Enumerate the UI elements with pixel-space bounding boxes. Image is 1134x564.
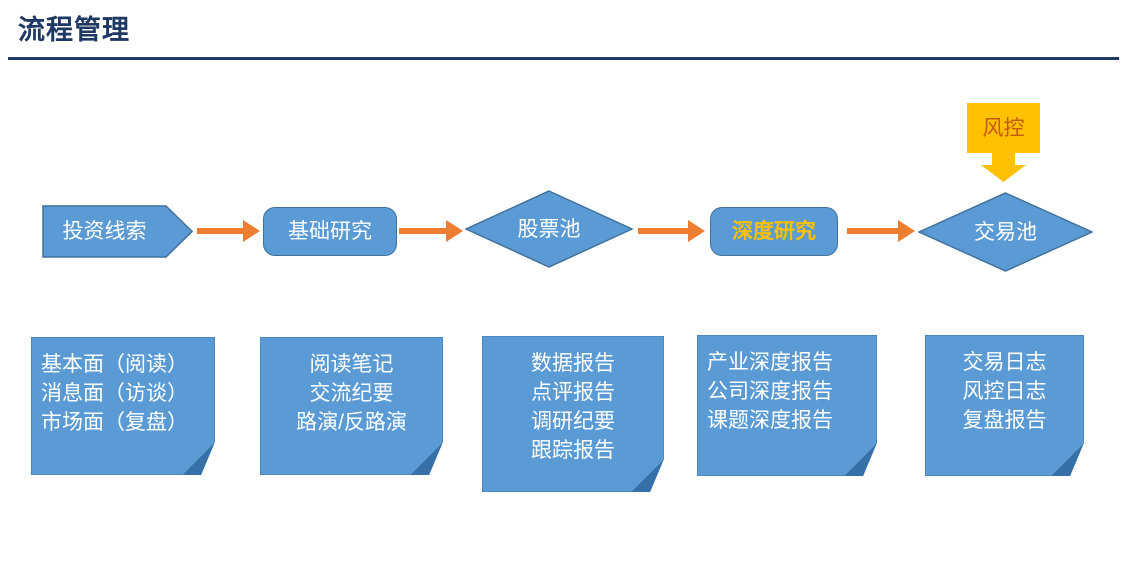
note-line: 基本面（阅读） bbox=[41, 353, 188, 376]
note-investment-leads: 基本面（阅读） 消息面（访谈） 市场面（复盘） bbox=[31, 337, 215, 475]
flow-step-label: 交易池 bbox=[974, 220, 1037, 244]
note-stock-pool: 数据报告 点评报告 调研纪要 跟踪报告 bbox=[482, 336, 664, 492]
down-arrow-callout-shape bbox=[967, 103, 1040, 182]
flow-arrow-1 bbox=[197, 220, 260, 242]
page-title: 流程管理 bbox=[18, 15, 130, 45]
note-line: 公司深度报告 bbox=[707, 380, 833, 403]
note-line: 跟踪报告 bbox=[531, 439, 615, 462]
flow-step-label: 投资线索 bbox=[62, 220, 147, 243]
flow-step-trading-pool: 交易池 bbox=[918, 192, 1093, 272]
flow-arrow-3 bbox=[638, 220, 705, 242]
flow-step-label: 股票池 bbox=[517, 217, 581, 241]
note-line: 市场面（复盘） bbox=[41, 411, 188, 434]
risk-control-callout: 风控 bbox=[967, 103, 1040, 182]
flow-step-label: 基础研究 bbox=[288, 220, 372, 243]
note-basic-research: 阅读笔记 交流纪要 路演/反路演 bbox=[260, 337, 443, 475]
note-line: 交流纪要 bbox=[309, 382, 394, 405]
note-line: 调研纪要 bbox=[531, 410, 615, 433]
note-trading-pool: 交易日志 风控日志 复盘报告 bbox=[925, 335, 1084, 476]
note-line: 阅读笔记 bbox=[309, 353, 394, 376]
risk-control-label: 风控 bbox=[982, 116, 1025, 140]
flow-step-label: 深度研究 bbox=[732, 220, 816, 243]
flow-arrow-4 bbox=[847, 220, 915, 242]
note-line: 产业深度报告 bbox=[707, 351, 833, 374]
diamond-shape bbox=[918, 192, 1093, 272]
note-line: 点评报告 bbox=[531, 381, 615, 404]
flow-step-investment-leads: 投资线索 bbox=[42, 205, 193, 258]
note-line: 消息面（访谈） bbox=[41, 382, 188, 405]
note-line: 风控日志 bbox=[962, 380, 1047, 403]
diamond-shape bbox=[465, 190, 633, 268]
pentagon-shape bbox=[42, 205, 193, 258]
note-line: 路演/反路演 bbox=[296, 411, 407, 434]
flow-step-stock-pool: 股票池 bbox=[465, 190, 633, 268]
note-line: 数据报告 bbox=[531, 352, 615, 375]
note-line: 复盘报告 bbox=[962, 409, 1047, 432]
flow-step-deep-research: 深度研究 bbox=[710, 207, 838, 256]
note-line: 交易日志 bbox=[962, 351, 1047, 374]
flow-step-basic-research: 基础研究 bbox=[263, 207, 397, 256]
title-divider bbox=[8, 57, 1119, 60]
note-deep-research: 产业深度报告 公司深度报告 课题深度报告 bbox=[697, 335, 877, 476]
flow-arrow-2 bbox=[399, 220, 463, 242]
note-line: 课题深度报告 bbox=[707, 409, 833, 432]
